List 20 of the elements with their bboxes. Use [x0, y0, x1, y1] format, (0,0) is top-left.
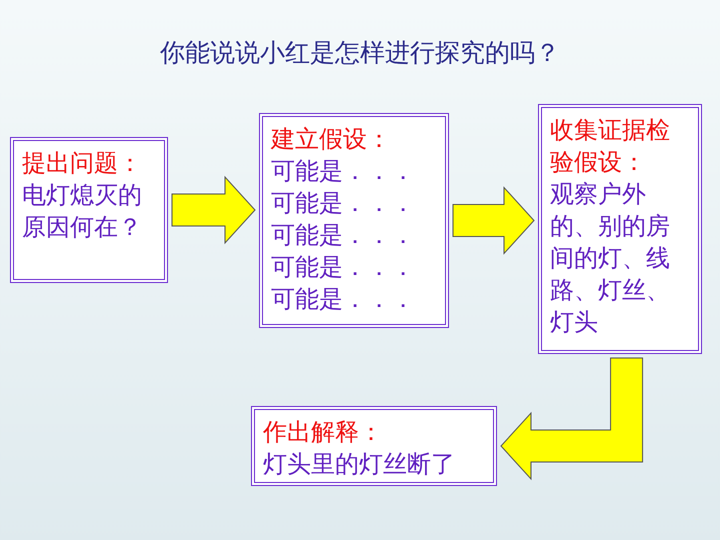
step-text: 可能是．．． [271, 188, 416, 219]
text-box [538, 104, 702, 354]
step-heading: 建立假设： [271, 124, 392, 155]
step-text: 可能是．．． [271, 252, 416, 283]
text-box [251, 406, 497, 486]
step-text: 观察户外的、别的房间的灯、线路、灯丝、灯头 [550, 179, 671, 338]
step-text: 电灯熄灭的原因何在？ [22, 180, 143, 243]
step-text: 可能是．．． [271, 156, 416, 187]
step-heading: 收集证据检验假设： [550, 115, 671, 178]
block-arrow [172, 176, 256, 244]
text-box [259, 113, 449, 328]
block-arrow [500, 358, 644, 480]
heading: 你能说说小红是怎样进行探究的吗？ [159, 37, 561, 69]
step-text: 可能是．．． [271, 284, 416, 315]
step-heading: 作出解释： [263, 417, 384, 448]
step-text: 灯头里的灯丝断了 [263, 449, 456, 480]
block-arrow [452, 186, 535, 255]
step-heading: 提出问题： [22, 148, 143, 179]
step-text: 可能是．．． [271, 220, 416, 251]
text-box [10, 137, 168, 283]
